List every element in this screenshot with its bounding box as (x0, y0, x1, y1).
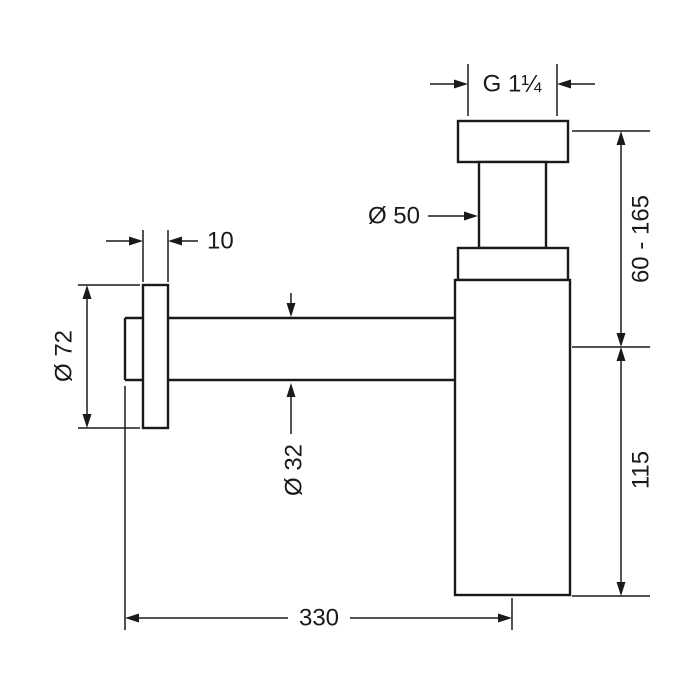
dimension-thread-size: G 1¼ (430, 64, 595, 116)
trap-body (453, 278, 572, 597)
horizontal-pipe (123, 316, 455, 382)
body-height-label: 115 (628, 451, 655, 489)
waste-pipe-diameter-label: Ø 32 (281, 444, 308, 496)
flange-thickness-label: 10 (207, 228, 234, 255)
lower-nut (456, 246, 570, 282)
overall-length-label: 330 (299, 605, 339, 632)
trap-outline (123, 119, 572, 597)
adjustable-height-label: 60 - 165 (628, 195, 655, 283)
dimension-wall-flange-diameter: Ø 72 (51, 284, 140, 429)
riser-pipe (477, 160, 548, 250)
dimension-flange-thickness: 10 (106, 228, 234, 282)
dimension-waste-pipe-diameter: Ø 32 (281, 293, 308, 496)
riser-diameter-label: Ø 50 (368, 203, 420, 230)
thread-size-label: G 1¼ (483, 71, 543, 98)
dimension-heights-right: 60 - 165 115 (572, 130, 655, 597)
top-nut (456, 119, 570, 164)
wall-flange (141, 283, 170, 430)
dimension-overall-length: 330 (124, 386, 513, 632)
dimension-riser-diameter: Ø 50 (368, 203, 478, 230)
wall-flange-diameter-label: Ø 72 (51, 330, 78, 382)
